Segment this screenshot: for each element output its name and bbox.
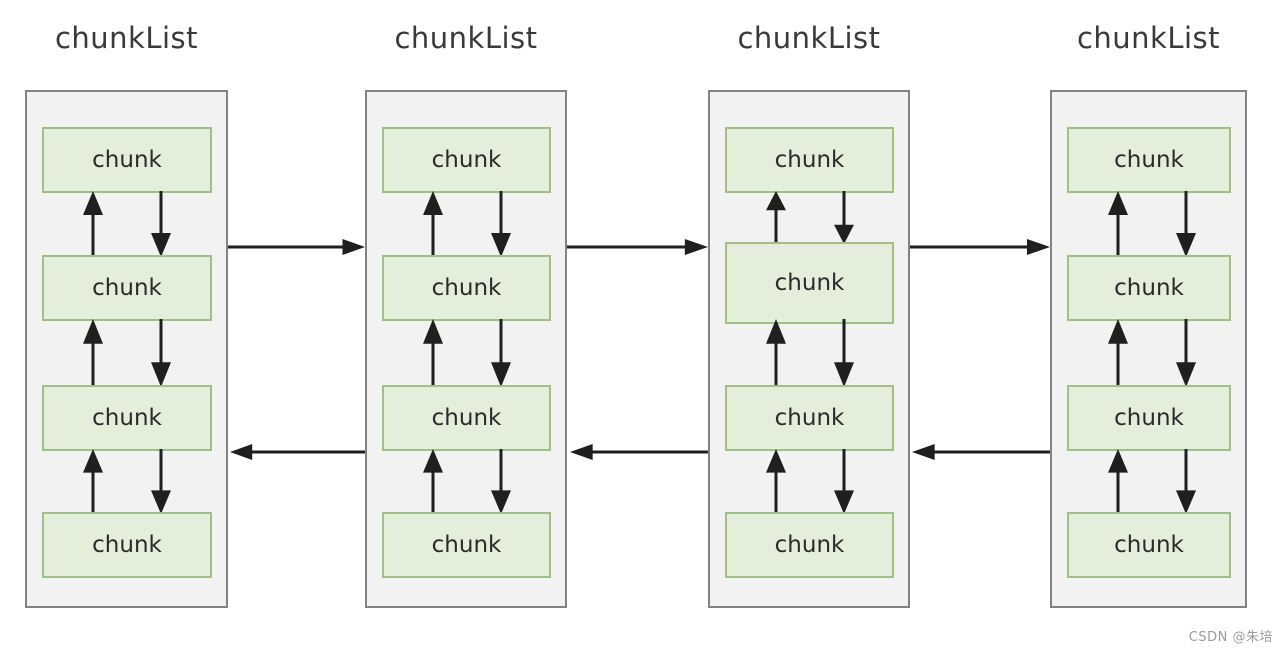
- chunk-link-arrows: [367, 319, 565, 387]
- chunk-node: chunk: [42, 512, 212, 578]
- chunk-link-arrows: [1052, 319, 1245, 387]
- prev-list-arrow-icon: [230, 444, 365, 460]
- chunk-node: chunk: [725, 127, 894, 193]
- watermark: CSDN @朱培: [1188, 630, 1273, 645]
- up-arrow-icon: [83, 319, 103, 387]
- up-arrow-icon: [766, 319, 786, 387]
- up-arrow-icon: [423, 449, 443, 514]
- chunk-link-arrows: [710, 191, 908, 244]
- chunk-link-arrows: [1052, 191, 1245, 257]
- up-arrow-icon: [423, 319, 443, 387]
- down-arrow-icon: [151, 449, 171, 514]
- chunklist-column-3: chunkList chunk chunk chunk chunk: [708, 20, 910, 608]
- chunklist-box: chunk chunk chunk chunk: [365, 90, 567, 608]
- chunklist-column-4: chunkList chunk chunk chunk chunk: [1050, 20, 1247, 608]
- chunk-link-arrows: [367, 191, 565, 257]
- chunk-node: chunk: [382, 512, 551, 578]
- chunk-node: chunk: [382, 255, 551, 321]
- chunk-link-arrows: [27, 449, 226, 514]
- chunk-node: chunk: [1067, 385, 1231, 451]
- up-arrow-icon: [83, 449, 103, 514]
- next-list-arrow-icon: [567, 239, 708, 255]
- down-arrow-icon: [491, 319, 511, 387]
- next-list-arrow-icon: [910, 239, 1050, 255]
- chunk-node: chunk: [725, 512, 894, 578]
- chunklist-box: chunk chunk chunk chunk: [1050, 90, 1247, 608]
- down-arrow-icon: [151, 319, 171, 387]
- chunklist-column-2: chunkList chunk chunk chunk chunk: [365, 20, 567, 608]
- down-arrow-icon: [1176, 191, 1196, 257]
- down-arrow-icon: [1176, 319, 1196, 387]
- chunk-node: chunk: [42, 385, 212, 451]
- up-arrow-icon: [1108, 319, 1128, 387]
- chunk-node: chunk: [1067, 127, 1231, 193]
- up-arrow-icon: [83, 191, 103, 257]
- down-arrow-icon: [491, 449, 511, 514]
- chunk-link-arrows: [1052, 449, 1245, 514]
- chunk-node: chunk: [42, 127, 212, 193]
- chunklist-title: chunkList: [394, 21, 538, 55]
- prev-list-arrow-icon: [912, 444, 1050, 460]
- chunklist-box: chunk chunk chunk chunk: [25, 90, 228, 608]
- chunk-node: chunk: [1067, 512, 1231, 578]
- chunk-link-arrows: [710, 449, 908, 514]
- chunk-node: chunk: [1067, 255, 1231, 321]
- chunk-node: chunk: [382, 127, 551, 193]
- up-arrow-icon: [423, 191, 443, 257]
- down-arrow-icon: [834, 191, 854, 244]
- chunklist-title: chunkList: [737, 21, 881, 55]
- down-arrow-icon: [151, 191, 171, 257]
- chunklist-title: chunkList: [1076, 21, 1221, 55]
- chunk-node: chunk: [725, 385, 894, 451]
- chunk-link-arrows: [710, 319, 908, 387]
- up-arrow-icon: [766, 449, 786, 514]
- chunk-link-arrows: [27, 191, 226, 257]
- next-list-arrow-icon: [228, 239, 365, 255]
- chunk-link-arrows: [367, 449, 565, 514]
- chunklist-box: chunk chunk chunk chunk: [708, 90, 910, 608]
- down-arrow-icon: [834, 449, 854, 514]
- chunk-node: chunk: [382, 385, 551, 451]
- chunklist-title: chunkList: [54, 21, 199, 55]
- up-arrow-icon: [1108, 449, 1128, 514]
- down-arrow-icon: [834, 319, 854, 387]
- up-arrow-icon: [1108, 191, 1128, 257]
- up-arrow-icon: [766, 191, 786, 244]
- prev-list-arrow-icon: [570, 444, 708, 460]
- chunk-node: chunk: [725, 242, 894, 324]
- chunk-node: chunk: [42, 255, 212, 321]
- down-arrow-icon: [1176, 449, 1196, 514]
- down-arrow-icon: [491, 191, 511, 257]
- chunk-link-arrows: [27, 319, 226, 387]
- chunklist-column-1: chunkList chunk chunk chunk chunk: [25, 20, 228, 608]
